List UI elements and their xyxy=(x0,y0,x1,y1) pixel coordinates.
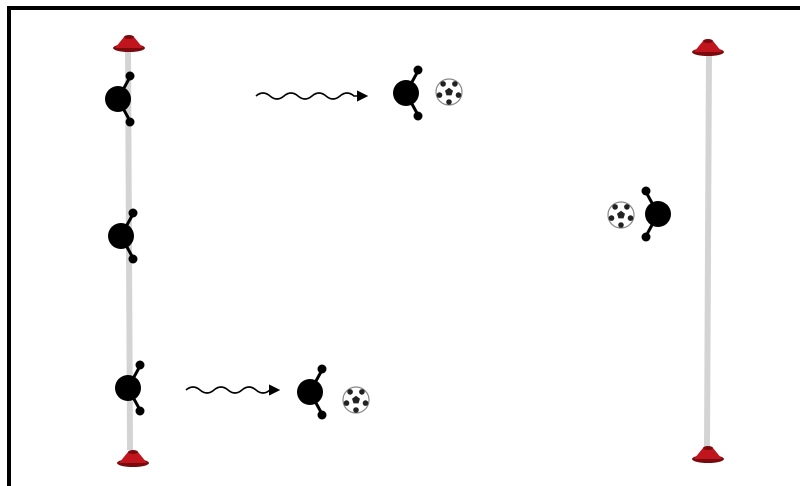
ball-bottom xyxy=(342,386,370,414)
cone-right-bottom xyxy=(692,446,724,463)
cone-left-top xyxy=(113,35,145,52)
dribble-arrow-bottom xyxy=(185,384,281,396)
player-left-top xyxy=(105,71,135,127)
player-dribbler-bottom xyxy=(297,364,327,420)
cone-left-bottom xyxy=(117,450,149,467)
player-dribbler-top xyxy=(393,65,423,121)
player-left-bottom xyxy=(115,360,145,416)
ball-top xyxy=(435,78,463,106)
cone-right-top xyxy=(692,39,724,56)
dribble-arrow-top xyxy=(255,90,369,102)
player-left-middle xyxy=(108,208,138,264)
right-line xyxy=(704,49,712,449)
player-right xyxy=(641,186,671,242)
ball-right xyxy=(607,201,635,229)
